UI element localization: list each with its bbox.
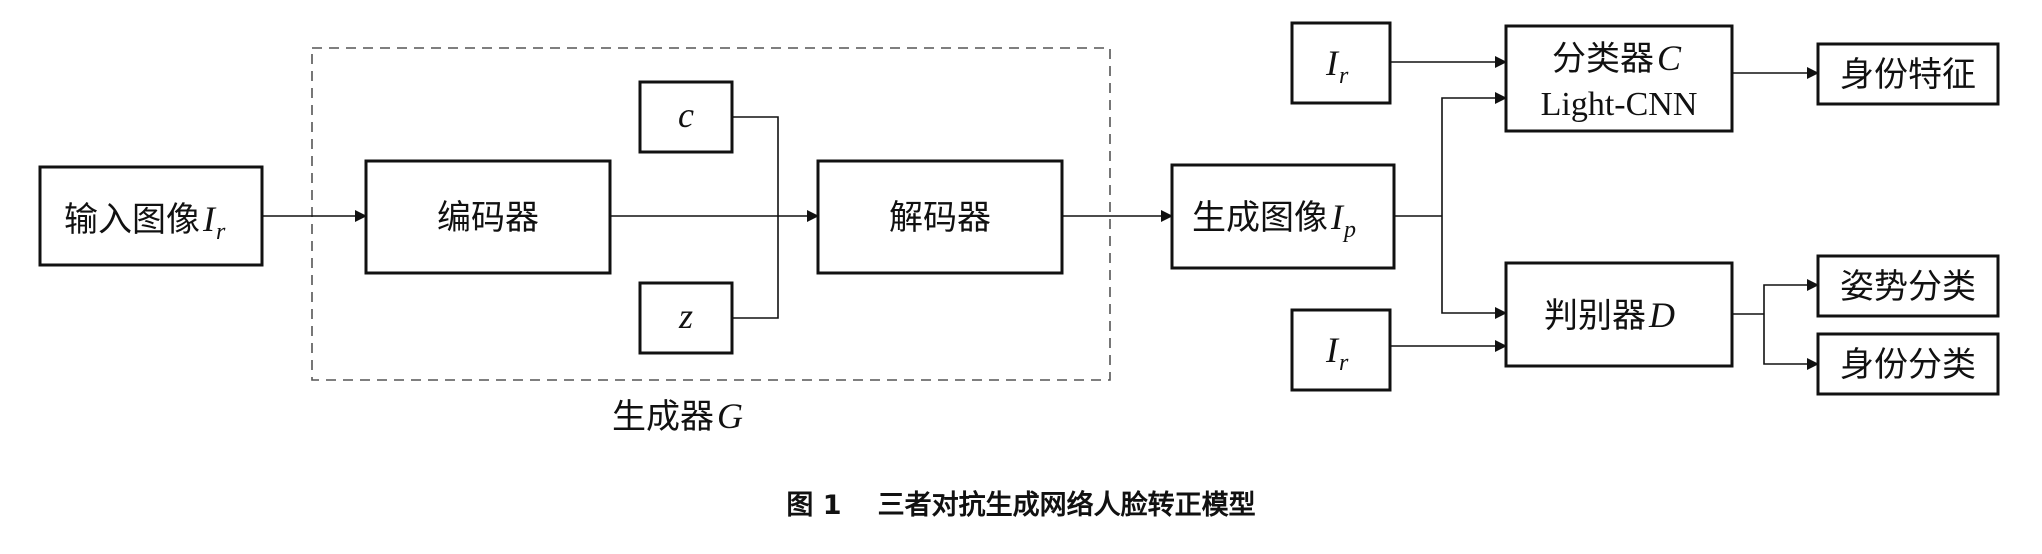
- code-z-var: z: [678, 296, 693, 336]
- code-c-block: c: [638, 80, 734, 154]
- svg-text:Ir: Ir: [1325, 330, 1349, 376]
- figure-caption: 图 1 三者对抗生成网络人脸转正模型: [786, 489, 1255, 521]
- identity-feature-label: 身份特征: [1840, 55, 1976, 95]
- svg-text:输入图像Ir: 输入图像Ir: [64, 199, 226, 245]
- figure-title: 三者对抗生成网络人脸转正模型: [878, 489, 1256, 521]
- svg-text:Ir: Ir: [1325, 43, 1349, 89]
- generator-boundary: [311, 47, 1111, 381]
- code-c-var: c: [678, 95, 694, 135]
- figure-number: 图 1: [786, 490, 841, 521]
- discriminator-block: 判别器D: [1504, 261, 1734, 368]
- real-image-top-block: Ir: [1290, 21, 1392, 105]
- svg-text:判别器D: 判别器D: [1544, 295, 1675, 336]
- arrow-discriminator-to-identity: [1763, 314, 1819, 370]
- classifier-label: 分类器: [1552, 39, 1654, 79]
- input-image-sub: r: [216, 219, 226, 245]
- pose-class-label: 姿势分类: [1840, 267, 1976, 307]
- input-image-block: 输入图像Ir: [38, 165, 264, 267]
- generator-label: 生成器G: [612, 396, 743, 437]
- classifier-block: 分类器C Light-CNN: [1504, 24, 1734, 133]
- discriminator-label: 判别器: [1544, 296, 1646, 336]
- classifier-network-label: Light-CNN: [1541, 86, 1698, 123]
- generated-image-var: I: [1330, 197, 1345, 237]
- arrow-generated-to-discriminator: [1441, 216, 1507, 319]
- line-c-to-junction: [732, 116, 779, 216]
- svg-text:生成图像Ip: 生成图像Ip: [1192, 197, 1356, 243]
- svg-text:分类器C: 分类器C: [1552, 38, 1682, 79]
- generator-var: G: [717, 396, 743, 436]
- encoder-label: 编码器: [437, 198, 539, 238]
- real-top-var: I: [1325, 43, 1340, 83]
- real-top-sub: r: [1339, 63, 1349, 89]
- generated-image-block: 生成图像Ip: [1170, 163, 1396, 270]
- connectors: [262, 56, 1819, 370]
- identity-feature-block: 身份特征: [1816, 42, 2000, 106]
- classifier-var: C: [1657, 38, 1682, 78]
- generated-image-sub: p: [1342, 217, 1356, 243]
- real-image-bottom-block: Ir: [1290, 308, 1392, 392]
- arrow-generated-to-classifier: [1441, 92, 1507, 216]
- decoder-block: 解码器: [816, 159, 1064, 275]
- input-image-var: I: [202, 199, 217, 239]
- input-image-label: 输入图像: [64, 200, 200, 240]
- line-z-to-junction: [732, 216, 779, 319]
- code-z-block: z: [638, 281, 734, 355]
- real-bottom-var: I: [1325, 330, 1340, 370]
- identity-class-block: 身份分类: [1816, 332, 2000, 396]
- real-bottom-sub: r: [1339, 350, 1349, 376]
- pose-class-block: 姿势分类: [1816, 254, 2000, 318]
- decoder-label: 解码器: [889, 198, 991, 238]
- encoder-block: 编码器: [364, 159, 612, 275]
- arrow-discriminator-to-pose: [1763, 279, 1819, 314]
- discriminator-var: D: [1648, 295, 1675, 335]
- identity-class-label: 身份分类: [1840, 345, 1976, 385]
- generated-image-label: 生成图像: [1192, 198, 1328, 238]
